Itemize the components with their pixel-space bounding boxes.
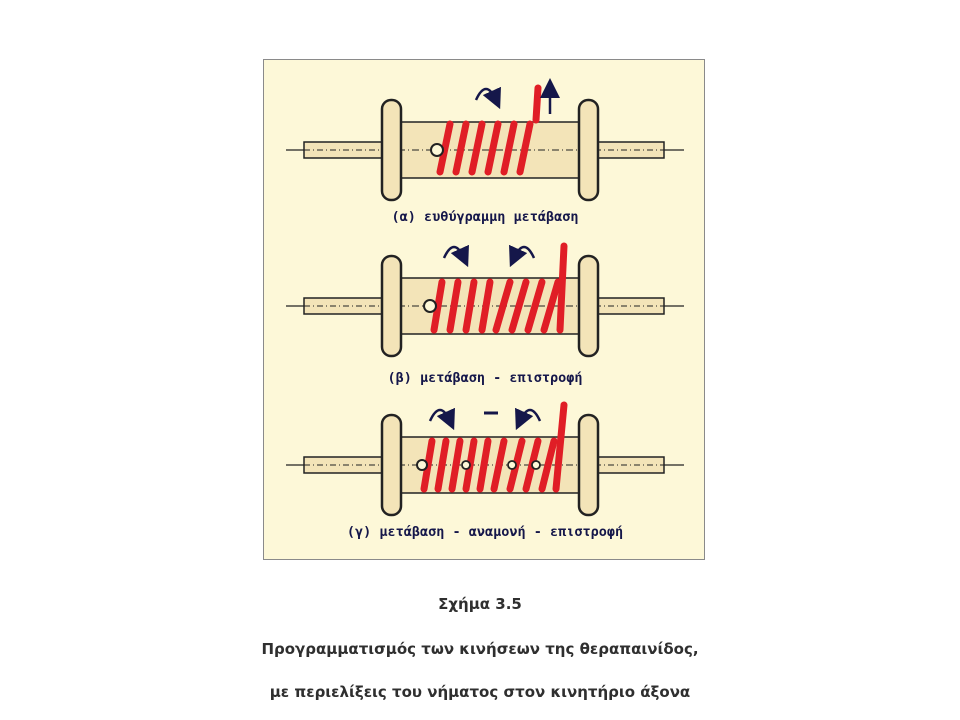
spool-diagram-b <box>284 242 686 358</box>
sub-caption-b-text: (β) μετάβαση - επιστροφή <box>387 370 582 386</box>
winding-diagrams-svg: (α) ευθύγραμμη μετάβαση (β) μετάβαση - ε… <box>284 78 686 540</box>
spool-diagram-a <box>284 78 686 202</box>
sub-caption-a-text: (α) ευθύγραμμη μετάβαση <box>392 209 579 225</box>
figure-panel: (α) ευθύγραμμη μετάβαση (β) μετάβαση - ε… <box>263 59 705 560</box>
yarn-winding-b <box>430 242 568 334</box>
figure-number: Σχήμα 3.5 <box>438 595 522 613</box>
yarn-winding-a <box>436 84 542 176</box>
caption-line-2: με περιελίξεις του νήματος στον κινητήρι… <box>269 683 691 701</box>
sub-caption-c-text: (γ) μετάβαση - αναμονή - επιστροφή <box>347 524 623 540</box>
caption-line-1: Προγραμματισμός των κινήσεων της θεραπαι… <box>261 640 699 658</box>
spool-diagram-c <box>284 401 686 517</box>
